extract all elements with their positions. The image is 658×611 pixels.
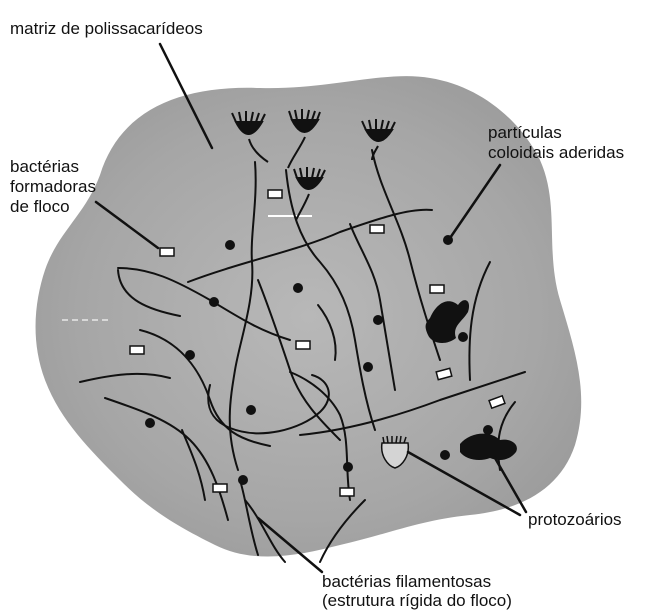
- label-colloids-2: coloidais aderidas: [488, 143, 624, 162]
- label-colloids-1: partículas: [488, 123, 562, 142]
- label-floc-bacteria-3: de floco: [10, 197, 70, 216]
- label-matrix: matriz de polissacarídeos: [10, 19, 203, 38]
- label-filamentous-1: bactérias filamentosas: [322, 572, 491, 591]
- label-floc-bacteria-1: bactérias: [10, 157, 79, 176]
- label-filamentous-2: (estrutura rígida do floco): [322, 591, 512, 610]
- label-protozoa: protozoários: [528, 510, 622, 529]
- label-floc-bacteria-2: formadoras: [10, 177, 96, 196]
